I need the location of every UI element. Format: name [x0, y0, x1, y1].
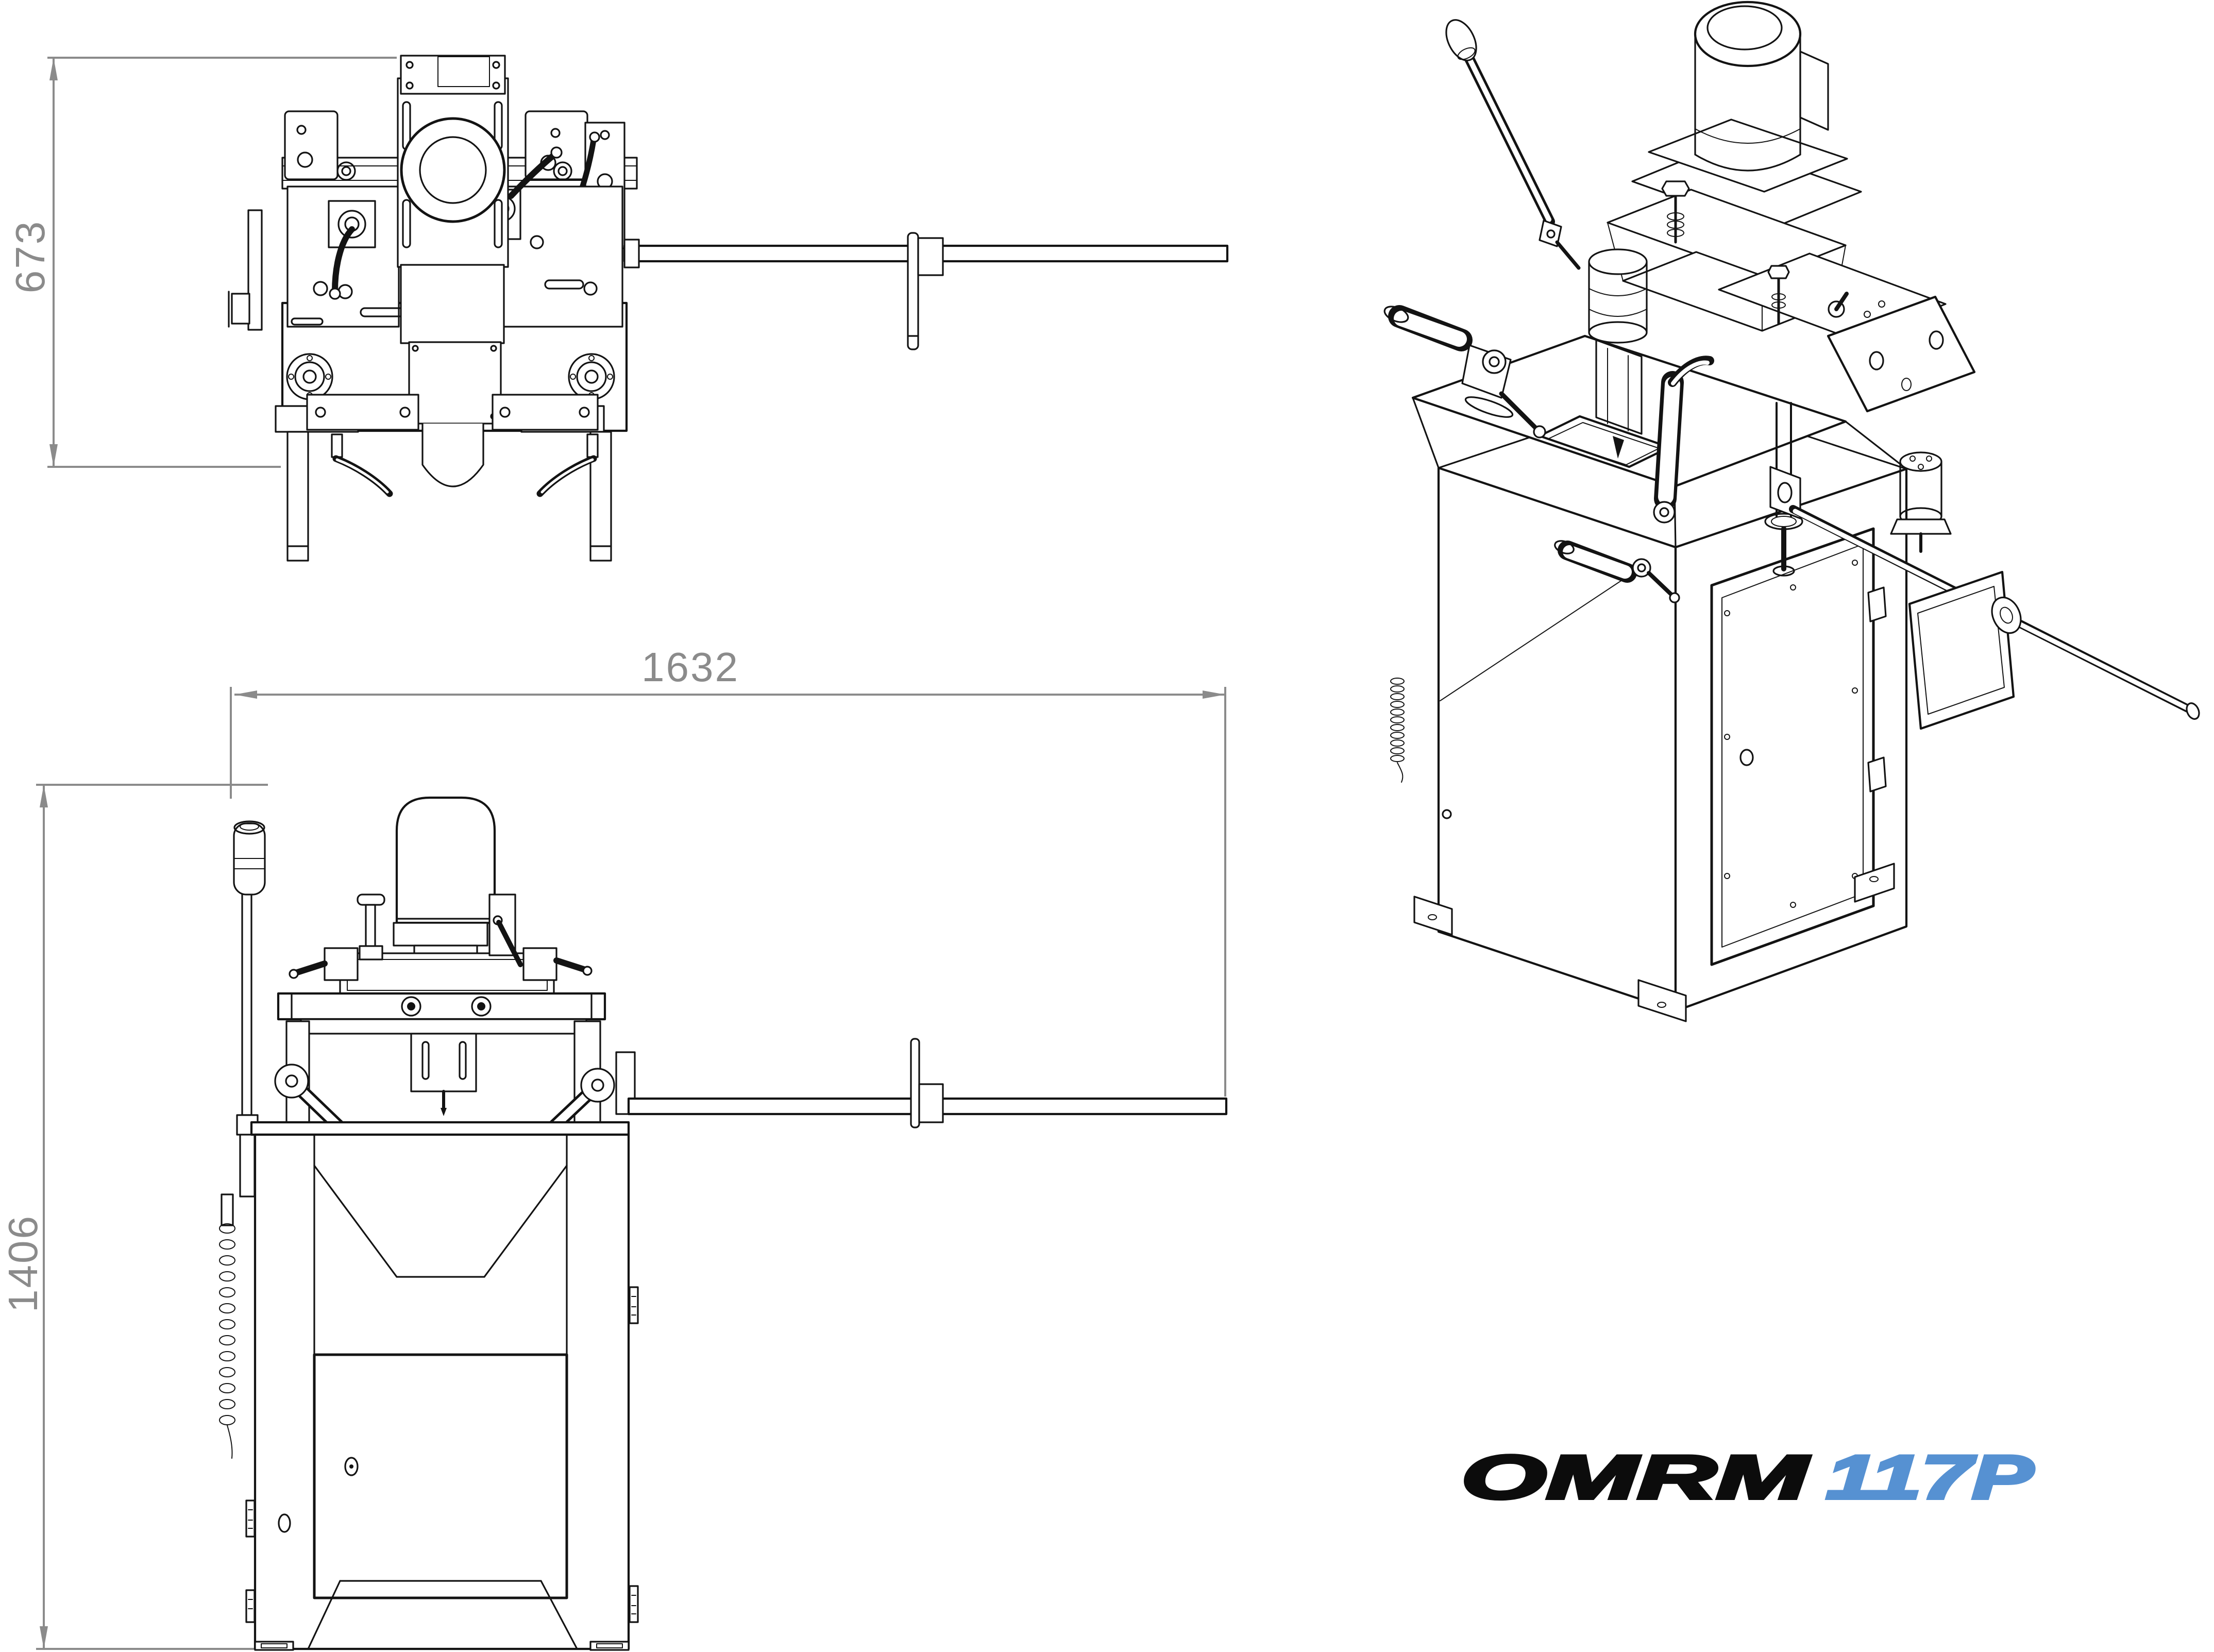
- logo-model: 117P: [1826, 1443, 2034, 1512]
- iso-shaft-valve: [1764, 402, 1952, 577]
- dimension-673: 673: [7, 57, 397, 468]
- bearing-hubs: [286, 353, 615, 431]
- spindle-assembly: [397, 55, 509, 487]
- logo-brand: OMRM: [1461, 1443, 1810, 1512]
- door-lock: [344, 1457, 359, 1476]
- iso-spring: [1390, 678, 1405, 783]
- motor: [393, 796, 496, 977]
- dim-label-673: 673: [7, 220, 53, 293]
- left-side-parts: [228, 209, 263, 331]
- cabinet: [245, 1121, 639, 1651]
- guide-rod-top: [623, 232, 1229, 350]
- door-hinge: [1867, 586, 1887, 622]
- front-view: 1632 1406: [0, 644, 1228, 1651]
- guide-rod-front: [615, 1038, 1228, 1128]
- cabinet-door: [313, 1353, 568, 1599]
- dimension-1406: 1406: [0, 784, 268, 1650]
- dimension-1632: 1632: [230, 644, 1226, 1097]
- iso-bolts: [1661, 180, 1790, 325]
- iso-top-lever: [1445, 19, 1581, 270]
- iso-door-lock: [1739, 749, 1754, 766]
- iso-door: [1710, 527, 1875, 966]
- air-hose-coil: [219, 1193, 235, 1459]
- iso-plunge-handle: [1653, 356, 1714, 524]
- feed-handle: [233, 820, 266, 1198]
- front-view-drawing: [219, 796, 1228, 1651]
- dim-label-1406: 1406: [0, 1215, 46, 1312]
- iso-cylinder: [1588, 248, 1648, 459]
- iso-cabinet: [1413, 390, 1908, 1022]
- iso-motor: [1694, 1, 1829, 172]
- iso-guide-rod: [1769, 466, 2200, 730]
- top-view-drawing: [228, 55, 1229, 562]
- iso-side-plate: [1827, 295, 1976, 413]
- iso-left-clamp: [1383, 305, 1546, 439]
- door-hinge: [1867, 756, 1887, 793]
- isometric-view: [1383, 1, 2200, 1022]
- carriage: [289, 894, 593, 998]
- iso-head: [1607, 119, 1976, 413]
- top-view: 673: [7, 55, 1229, 562]
- rod-stop-plate: [1908, 570, 2015, 730]
- dim-label-1632: 1632: [641, 644, 739, 690]
- logo: OMRM 117P: [1460, 1441, 2035, 1513]
- rail-table: [277, 992, 606, 1124]
- iso-front-clamp: [1554, 540, 1680, 603]
